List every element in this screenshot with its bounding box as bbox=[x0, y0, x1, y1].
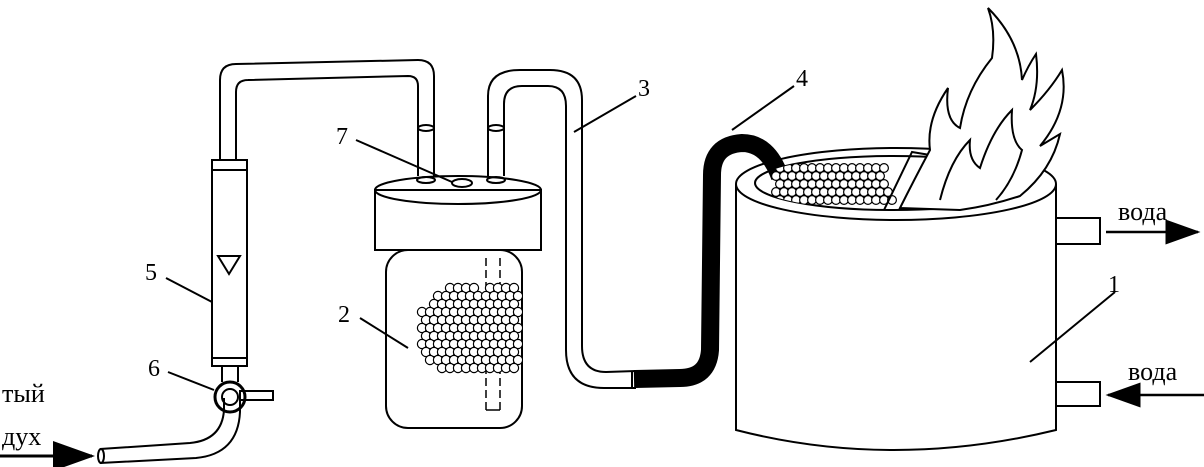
jar-beads bbox=[416, 282, 522, 374]
bead bbox=[874, 171, 885, 182]
bead bbox=[508, 314, 520, 326]
rotameter bbox=[211, 159, 248, 367]
valve bbox=[213, 366, 274, 414]
bead bbox=[878, 179, 889, 190]
absorber-jar bbox=[374, 175, 542, 429]
bead bbox=[512, 322, 522, 334]
label-7: 7 bbox=[336, 124, 348, 150]
bead bbox=[508, 346, 520, 358]
bead bbox=[878, 163, 889, 174]
flame bbox=[898, 7, 1065, 212]
bead bbox=[468, 282, 480, 294]
inlet-label-line2: дух bbox=[2, 422, 41, 451]
bead bbox=[508, 298, 520, 310]
bead bbox=[512, 290, 522, 302]
bead bbox=[512, 338, 522, 350]
label-5: 5 bbox=[145, 260, 157, 286]
inlet-label-line1: тый bbox=[2, 379, 45, 408]
bead bbox=[508, 362, 520, 374]
pot-beads bbox=[770, 163, 897, 206]
bead bbox=[508, 330, 520, 342]
heater-pot bbox=[735, 147, 1101, 451]
label-3: 3 bbox=[638, 76, 650, 102]
bead bbox=[508, 282, 520, 294]
label-1: 1 bbox=[1108, 272, 1120, 298]
bead bbox=[512, 354, 522, 366]
tube-3 bbox=[487, 69, 637, 389]
label-4: 4 bbox=[796, 66, 808, 92]
label-6: 6 bbox=[148, 356, 160, 382]
tube-rotameter-to-jar bbox=[219, 58, 435, 176]
bead bbox=[512, 306, 522, 318]
water-out-label: вода bbox=[1118, 197, 1168, 226]
water-in-label: вода bbox=[1128, 357, 1178, 386]
black-hose bbox=[633, 133, 789, 388]
label-2: 2 bbox=[338, 302, 350, 328]
